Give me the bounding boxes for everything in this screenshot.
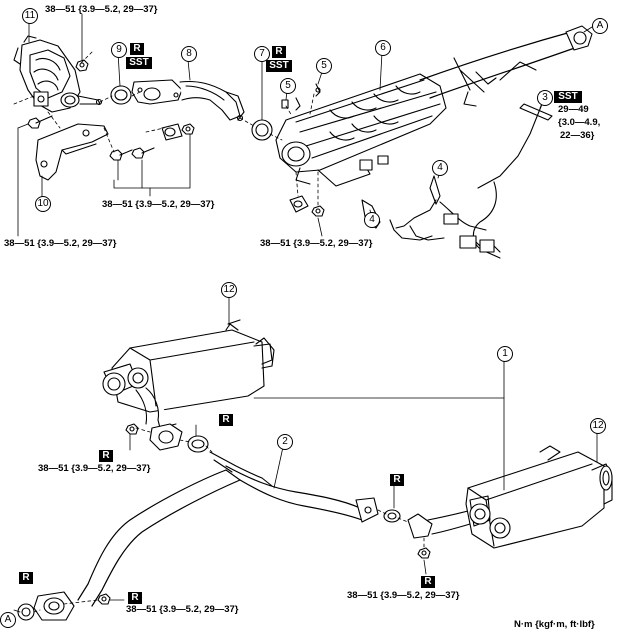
badge-r-lower-6: R bbox=[128, 592, 142, 604]
oxygen-sensor-rear bbox=[472, 91, 553, 259]
callout-5-left: 5 bbox=[280, 78, 296, 94]
y-pipe-flange-right bbox=[355, 497, 379, 523]
clip-5b bbox=[315, 83, 321, 97]
y-pipe-flange-left bbox=[33, 591, 75, 621]
badge-r-lower-2: R bbox=[99, 450, 113, 462]
converter-nuts bbox=[289, 195, 325, 217]
bolt-manifold-bottom bbox=[27, 115, 53, 129]
badge-r-lower-5: R bbox=[19, 572, 33, 584]
callout-4-left: 4 bbox=[364, 212, 380, 228]
torque-label-converter: 38—51 {3.9—5.2, 29—37} bbox=[260, 238, 373, 249]
torque-label-bracket: 38—51 {3.9—5.2, 29—37} bbox=[102, 199, 215, 210]
badge-sst-7: SST bbox=[266, 60, 292, 72]
callout-5-right: 5 bbox=[316, 58, 332, 74]
callout-12-right: 12 bbox=[590, 418, 606, 434]
manifold-bracket bbox=[35, 123, 109, 181]
front-pipe-8 bbox=[131, 79, 245, 122]
muffler-nut bbox=[125, 423, 139, 435]
nut-manifold-top bbox=[75, 59, 89, 72]
torque-sensor-line1: 29—49 bbox=[558, 104, 589, 115]
badge-r-7: R bbox=[272, 46, 286, 58]
badge-sst-9: SST bbox=[126, 57, 152, 69]
callout-A-bottom: A bbox=[0, 612, 16, 628]
torque-sensor-line3: 22—36} bbox=[560, 130, 595, 141]
badge-r-9: R bbox=[130, 43, 144, 55]
badge-r-lower-1: R bbox=[219, 414, 233, 426]
callout-8: 8 bbox=[181, 46, 197, 62]
callout-10: 10 bbox=[35, 196, 51, 212]
callout-A-top: A bbox=[592, 18, 608, 34]
callout-6: 6 bbox=[375, 40, 391, 56]
badge-r-lower-4: R bbox=[421, 576, 435, 588]
badge-sst-3: SST bbox=[554, 91, 582, 103]
bracket-bolts bbox=[109, 147, 155, 161]
callout-2: 2 bbox=[277, 434, 293, 450]
clip-5a bbox=[281, 99, 289, 109]
muffler-flange bbox=[149, 423, 183, 451]
y-pipe-2 bbox=[77, 451, 363, 607]
intermediate-pipe-upper bbox=[419, 25, 593, 107]
catalytic-converter bbox=[275, 73, 447, 187]
gasket-right bbox=[383, 509, 401, 523]
torque-label-muffler: 38—51 {3.9—5.2, 29—37} bbox=[38, 463, 151, 474]
callout-4-right: 4 bbox=[432, 160, 448, 176]
torque-label-top: 38—51 {3.9—5.2, 29—37} bbox=[45, 4, 158, 15]
gasket-9 bbox=[110, 85, 132, 105]
callout-7: 7 bbox=[254, 46, 270, 62]
lower-leader-lines bbox=[13, 295, 598, 613]
callout-3: 3 bbox=[537, 90, 553, 106]
torque-label-lower-right: 38—51 {3.9—5.2, 29—37} bbox=[347, 590, 460, 601]
exhaust-manifold-left bbox=[13, 35, 103, 113]
main-muffler bbox=[102, 319, 275, 429]
callout-9: 9 bbox=[111, 42, 127, 58]
torque-label-lower-left: 38—51 {3.9—5.2, 29—37} bbox=[126, 604, 239, 615]
gasket-lower-muffler bbox=[187, 435, 209, 453]
upper-leader-lines bbox=[17, 13, 593, 237]
units-legend: N·m {kgf·m, ft·lbf} bbox=[514, 619, 595, 630]
nut-lower-left bbox=[97, 593, 111, 605]
sensor-wiring-harness bbox=[389, 199, 501, 253]
nut-lower-right bbox=[417, 547, 431, 559]
torque-label-left: 38—51 {3.9—5.2, 29—37} bbox=[4, 238, 117, 249]
torque-sensor-line2: {3.0—4.9, bbox=[558, 117, 601, 128]
clip-5c bbox=[295, 97, 301, 111]
lower-dashed-lines bbox=[33, 427, 425, 613]
callout-11: 11 bbox=[22, 8, 38, 24]
callout-12-left: 12 bbox=[221, 282, 237, 298]
sub-muffler bbox=[465, 445, 613, 549]
pipe-nuts bbox=[161, 123, 195, 141]
badge-r-lower-3: R bbox=[390, 474, 404, 486]
upper-dashed-lines bbox=[13, 51, 319, 207]
gasket-7 bbox=[251, 119, 273, 141]
callout-1: 1 bbox=[497, 346, 513, 362]
